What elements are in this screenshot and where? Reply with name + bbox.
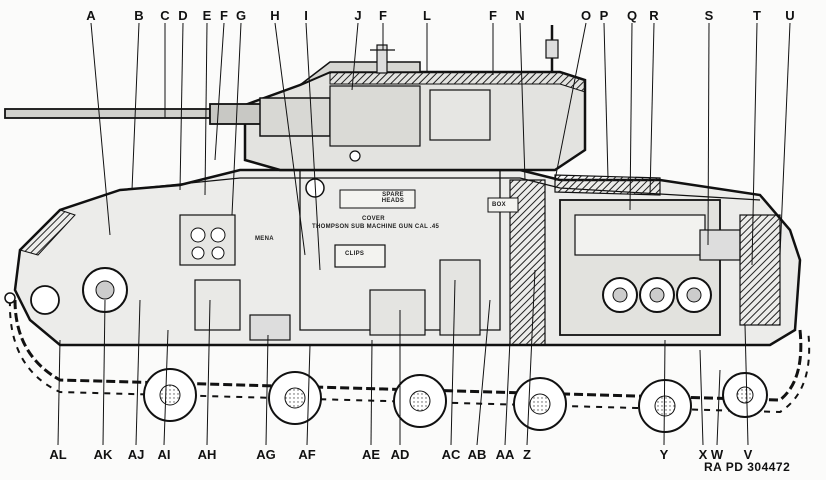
stencil-clips: CLIPS <box>345 251 365 257</box>
callout-label: AD <box>390 447 410 462</box>
callout-label: P <box>599 8 609 23</box>
top-leader-lines <box>90 22 791 271</box>
callout-label: AK <box>93 447 113 462</box>
callout-label: E <box>202 8 212 23</box>
callout-label: L <box>423 8 431 23</box>
callout-label: I <box>304 8 308 23</box>
callout-label: AB <box>467 447 487 462</box>
callout-label: F <box>379 8 387 23</box>
callout-label: A <box>86 8 96 23</box>
callout-label: W <box>710 447 724 462</box>
callout-label: AI <box>157 447 171 462</box>
stencil-thompson: THOMPSON SUB MACHINE GUN CAL .45 <box>312 224 440 230</box>
callout-label: N <box>515 8 525 23</box>
callout-label: T <box>753 8 761 23</box>
road-wheels <box>143 368 768 433</box>
callout-label: AH <box>197 447 217 462</box>
callout-label: U <box>785 8 795 23</box>
figure-reference-number: RA PD 304472 <box>704 460 791 474</box>
callout-label: G <box>235 8 247 23</box>
callout-label: AG <box>256 447 276 462</box>
callout-label: B <box>134 8 144 23</box>
callout-label: AL <box>49 447 67 462</box>
callout-label: D <box>178 8 188 23</box>
stencil-gun-mount: MENA <box>255 236 274 242</box>
bottom-leader-lines <box>57 269 749 446</box>
track <box>13 299 803 402</box>
callout-label: AA <box>495 447 515 462</box>
main-gun-barrel <box>4 108 211 119</box>
callout-label: Z <box>523 447 531 462</box>
callout-label: R <box>649 8 659 23</box>
callout-label: AJ <box>127 447 145 462</box>
callout-label: F <box>220 8 228 23</box>
callout-label: O <box>580 8 592 23</box>
callout-label: X <box>698 447 708 462</box>
stencil-spare-heads: SPARE HEADS <box>381 192 405 204</box>
callout-label: AE <box>361 447 381 462</box>
callout-label: J <box>354 8 362 23</box>
stencil-cover: COVER <box>362 216 385 222</box>
callout-label: AC <box>441 447 461 462</box>
callout-label: AF <box>298 447 316 462</box>
callout-label: F <box>489 8 497 23</box>
callout-label: S <box>704 8 714 23</box>
callout-label: V <box>743 447 753 462</box>
callout-label: H <box>270 8 280 23</box>
callout-label: Y <box>659 447 669 462</box>
callout-label: Q <box>626 8 638 23</box>
callout-label: C <box>160 8 170 23</box>
stencil-box: BOX <box>492 202 506 208</box>
